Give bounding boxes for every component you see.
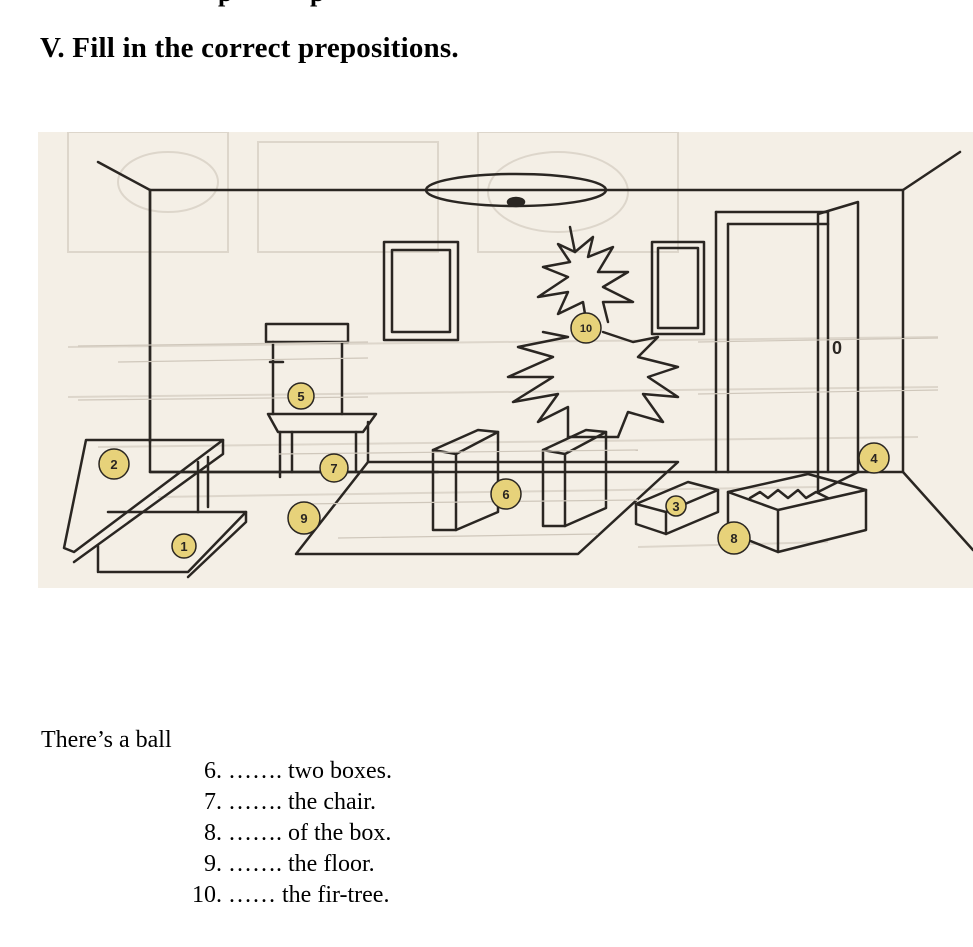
svg-text:6: 6 [502,487,509,502]
item-number: 7. [204,789,222,815]
answer-blank[interactable]: ……. [228,851,282,877]
item-text: two boxes. [288,758,392,784]
item-8: 8. ……. of the box. [188,820,391,847]
table [62,438,248,579]
svg-text:7: 7 [330,461,337,476]
cut-off-previous-text: pp [0,0,973,10]
svg-text:4: 4 [870,451,878,466]
item-number: 9. [204,851,222,877]
item-text: of the box. [288,820,392,846]
exercise-heading: V. Fill in the correct prepositions. [40,32,459,64]
picture-frame-right [650,240,706,336]
item-text: the chair. [288,789,376,815]
ball-5: 5 [287,382,315,410]
open-box [634,480,720,536]
svg-text:5: 5 [297,389,304,404]
bleed-through-ghost [67,132,939,548]
item-7: 7. ……. the chair. [188,789,376,816]
right-floor-edge [901,470,973,552]
left-ceiling-edge [96,160,152,192]
svg-text:1: 1 [180,539,187,554]
item-9: 9. ……. the floor. [188,851,375,878]
ball-4: 4 [858,442,890,474]
ceiling-lamp [424,172,608,208]
ball-3: 3 [665,495,687,517]
fir-tree [506,225,680,439]
item-number: 10. [192,882,222,908]
item-text: the floor. [288,851,375,877]
answer-blank[interactable]: ……. [228,820,282,846]
item-text: the fir-tree. [282,882,390,908]
item-10: 10. …… the fir-tree. [176,882,389,909]
svg-text:3: 3 [672,499,679,514]
door [714,200,860,494]
item-6: 6. ……. two boxes. [188,758,392,785]
answer-blank[interactable]: ……. [228,789,282,815]
ball-9: 9 [287,501,321,535]
ball-1: 1 [171,533,197,559]
door-handle: 0 [832,338,842,358]
ball-7: 7 [319,453,349,483]
item-number: 6. [204,758,222,784]
picture-frame-left [382,240,460,342]
item-number: 8. [204,820,222,846]
answer-blank[interactable]: ……. [228,758,282,784]
svg-text:9: 9 [300,511,307,526]
ball-10: 10 [570,312,602,344]
ball-6: 6 [490,478,522,510]
bleed-text-strokes [77,337,939,539]
svg-text:2: 2 [110,457,117,472]
box-right [541,428,608,528]
right-ceiling-edge [901,150,962,192]
ball-8: 8 [717,521,751,555]
box-with-lid [726,472,868,554]
answer-blank[interactable]: …… [228,882,276,908]
svg-text:8: 8 [730,531,737,546]
ball-2: 2 [98,448,130,480]
rug [294,460,680,556]
illustration-paper [38,132,973,588]
lead-sentence: There’s a ball [41,727,172,753]
svg-text:10: 10 [580,323,592,335]
room-illustration: 0 1 2 3 [38,132,973,588]
